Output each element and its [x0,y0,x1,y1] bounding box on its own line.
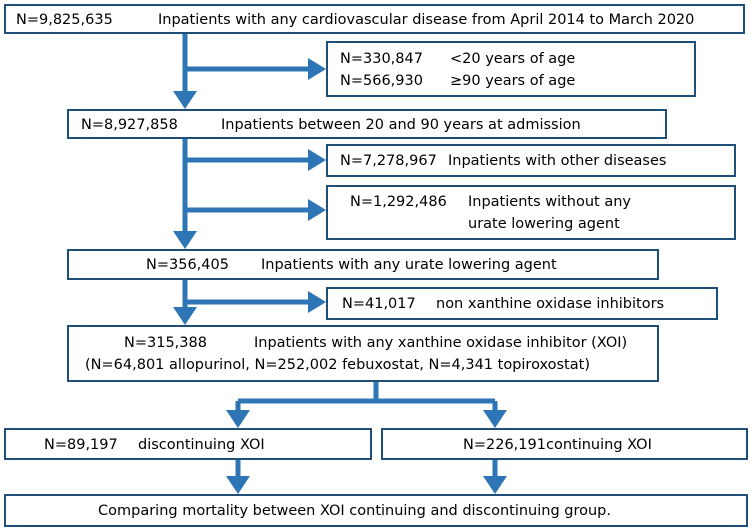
split-left-arrowhead [226,410,250,428]
continuing-count: N=226,191 [463,437,546,453]
xoi-breakdown: (N=64,801 allopurinol, N=252,002 febuxos… [85,357,590,373]
total-inpatients-count: N=9,825,635 [16,12,113,28]
branch-arrowhead-other-diseases [308,149,326,171]
branch-arrowhead-no-urate [308,199,326,221]
age-20-90-label: Inpatients between 20 and 90 years at ad… [221,117,581,133]
exclusion-box-other-diseases: N=7,278,967 Inpatients with other diseas… [326,144,736,177]
trunk-arrowhead-2 [173,231,197,249]
age-20-90-count: N=8,927,858 [81,117,178,133]
urate-agent-label: Inpatients with any urate lowering agent [261,257,557,273]
non-xoi-label: non xanthine oxidase inhibitors [436,296,665,312]
exclusion-box-age: N=330,847 <20 years of age N=566,930 ≥90… [326,41,696,97]
exclusion-box-no-urate-agent: N=1,292,486 Inpatients without any urate… [326,185,736,240]
trunk-arrowhead-1 [173,91,197,109]
group-box-discontinuing: N=89,197 discontinuing XOI [4,428,372,460]
group-box-continuing: N=226,191 continuing XOI [381,428,748,460]
trunk-arrowhead-3 [173,307,197,325]
discontinuing-label: discontinuing XOI [138,437,265,453]
outcome-label: Comparing mortality between XOI continui… [98,503,611,519]
urate-agent-count: N=356,405 [146,257,229,273]
other-diseases-label: Inpatients with other diseases [448,153,667,169]
step-box-urate-agent: N=356,405 Inpatients with any urate lowe… [67,249,659,280]
discontinuing-count: N=89,197 [44,437,118,453]
continuing-label: continuing XOI [546,437,652,453]
branch-arrowhead-age [308,58,326,80]
step-box-total-inpatients: N=9,825,635 Inpatients with any cardiova… [4,4,745,34]
exclusion-box-non-xoi: N=41,017 non xanthine oxidase inhibitors [326,287,718,320]
step-box-xoi: N=315,388 Inpatients with any xanthine o… [67,325,659,382]
outcome-box-mortality-comparison: Comparing mortality between XOI continui… [4,494,748,527]
branch-arrowhead-non-xoi [308,291,326,313]
split-right-arrowhead [483,410,507,428]
under-20-label: <20 years of age [450,51,576,67]
step-box-age-20-90: N=8,927,858 Inpatients between 20 and 90… [67,109,667,139]
continuing-outcome-arrowhead [483,476,507,494]
other-diseases-count: N=7,278,967 [340,153,437,169]
total-inpatients-label: Inpatients with any cardiovascular disea… [158,12,695,28]
discontinuing-outcome-arrowhead [226,476,250,494]
over-90-label: ≥90 years of age [450,73,576,89]
over-90-count: N=566,930 [340,73,423,89]
non-xoi-count: N=41,017 [342,296,416,312]
no-urate-agent-label-line2: urate lowering agent [468,216,620,232]
xoi-label: Inpatients with any xanthine oxidase inh… [254,335,628,351]
under-20-count: N=330,847 [340,51,423,67]
xoi-count: N=315,388 [124,335,207,351]
no-urate-agent-label-line1: Inpatients without any [468,194,632,210]
no-urate-agent-count: N=1,292,486 [350,194,447,210]
